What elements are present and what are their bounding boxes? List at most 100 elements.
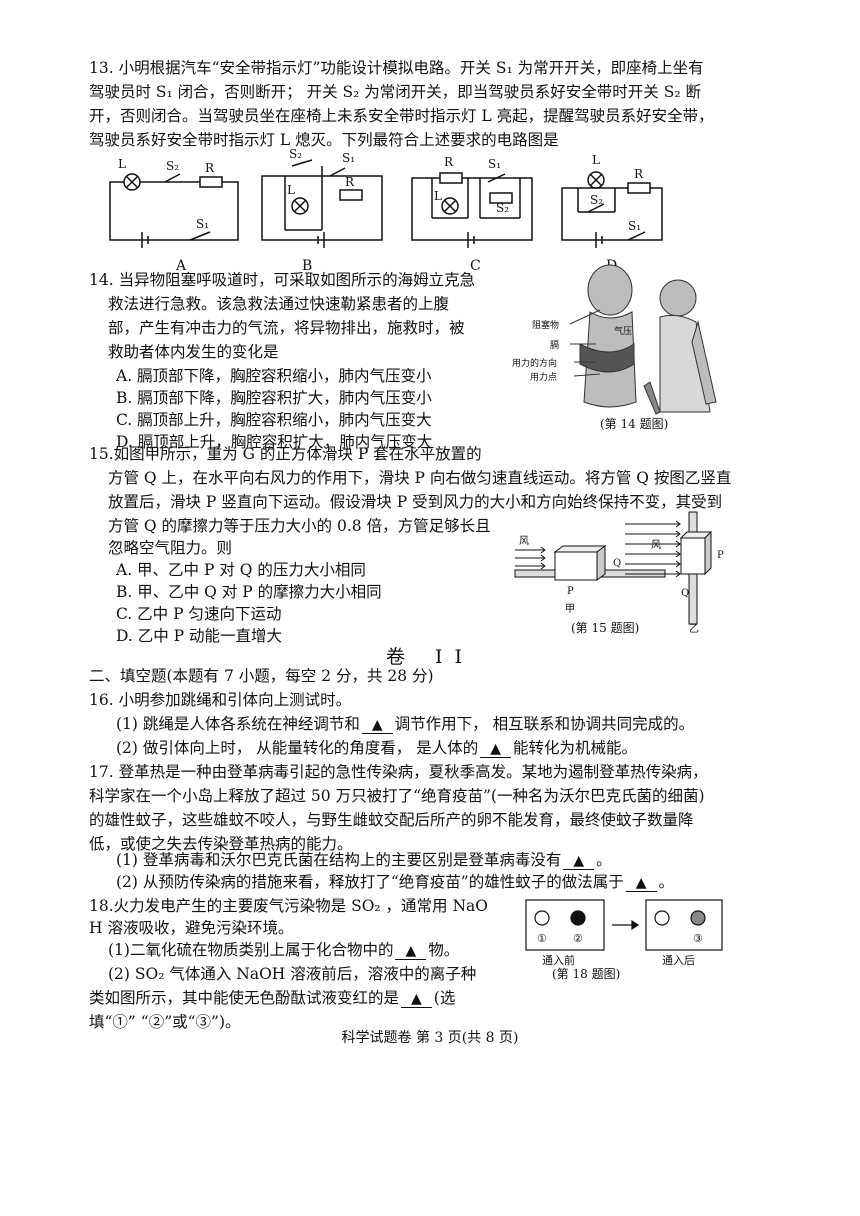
q18-before-label: 通入前	[542, 953, 575, 967]
circuit-a-lamp-label: L	[118, 157, 126, 171]
q17-p1-text: (1) 登革病毒和沃尔巴克氏菌在结构上的主要区别是登革病毒没有	[116, 851, 562, 869]
q18-ion-2	[570, 910, 586, 926]
q17-line-3: 的雄性蚊子，这些雄蚊不咬人，与野生雌蚊交配后所产的卵不能发育，最终使蚊子数量降	[89, 811, 694, 829]
q13-line-4: 驾驶员系好安全带时指示灯 L 熄灭。下列最符合上述要求的电路图是	[89, 131, 559, 149]
q13-line-3: 开，否则闭合。当驾驶员坐在座椅上未系安全带时指示灯 L 亮起，提醒驾驶员系好安全…	[89, 107, 714, 125]
q14-option-b: B. 膈顶部下降，胸腔容积扩大，肺内气压变小	[116, 389, 432, 407]
q18-after-box	[645, 899, 723, 951]
q18-before-box	[525, 899, 605, 951]
q15-jia-label: 甲	[565, 604, 575, 615]
q15-line-4: 方管 Q 的摩擦力等于压力大小的 0.8 倍，方管足够长且	[108, 517, 491, 535]
q17-line-2: 科学家在一个小岛上释放了超过 50 万只被打了“绝育疫苗”(一种名为沃尔巴克氏菌…	[89, 787, 705, 805]
q15-yi-label: 乙	[689, 623, 699, 635]
circuit-c-r-label: R	[444, 155, 454, 169]
q15-q-label-jia: Q	[613, 558, 621, 569]
q14-caption: (第 14 题图)	[600, 417, 668, 431]
q14-label-force-direction: 用力的方向	[512, 357, 557, 369]
q17-p1-end: 。	[596, 851, 612, 869]
q16-p2-text-b: 能转化为机械能。	[513, 739, 638, 757]
q15-option-d: D. 乙中 P 动能一直增大	[116, 627, 283, 645]
circuit-d-s2-label: S₂	[590, 193, 603, 207]
circuit-b	[261, 159, 383, 248]
circuit-d-s1-label: S₁	[628, 219, 641, 233]
q17-line-4: 低，或使之失去传染登革热病的能力。	[89, 835, 353, 853]
q18-line-1: 18.火力发电产生的主要废气污染物是 SO₂ ，通常用 NaO	[89, 897, 488, 915]
q15-slider-figure: 风 P Q 风 P Q 甲 乙 (第 15 题图)	[514, 511, 724, 635]
circuit-c-s2-label: S₂	[496, 201, 509, 215]
circuit-a-r-label: R	[205, 161, 215, 175]
q18-p2-text-b: (选	[433, 989, 456, 1007]
circuit-a-s2-label: S₂	[166, 159, 179, 173]
q15-p-label-jia: P	[567, 586, 574, 597]
q18-ion-label-1: ①	[537, 932, 547, 945]
q18-blank-1[interactable]: ▲	[395, 943, 427, 960]
q14-label-diaphragm: 膈	[550, 340, 559, 351]
q15-option-b: B. 甲、乙中 Q 对 P 的摩擦力大小相同	[116, 583, 382, 601]
q18-after-label: 通入后	[662, 954, 695, 967]
q13-circuit-diagrams: L S₂ R S₁ S₂ S₁ L R R S₁ L S₂ L S₂ R S₁ …	[109, 147, 663, 274]
circuit-b-s1-label: S₁	[342, 151, 355, 165]
q18-line-2: H 溶液吸收，避免污染环境。	[89, 919, 294, 937]
q14-label-air-pressure: 气压	[614, 325, 632, 337]
circuit-a-s1-label: S₁	[196, 217, 209, 231]
q18-part-2-end: 填“①” “②”或“③”)。	[89, 1013, 241, 1031]
q17-line-1: 17. 登革热是一种由登革病毒引起的急性传染病，夏秋季高发。某地为遏制登革热传染…	[89, 763, 708, 781]
circuit-d-lamp-label: L	[592, 153, 600, 167]
circuit-c-lamp-label: L	[434, 189, 442, 203]
q17-p2-end: 。	[658, 873, 675, 891]
q15-option-c: C. 乙中 P 匀速向下运动	[116, 605, 282, 623]
circuit-b-lamp-label: L	[287, 183, 295, 197]
circuit-c-s1-label: S₁	[488, 157, 501, 171]
q14-label-force-point: 用力点	[530, 371, 557, 383]
q18-ion-3	[690, 910, 706, 926]
circuit-a-label: A	[175, 258, 187, 274]
circuit-c-label: C	[470, 258, 481, 274]
q13-line-2: 驾驶员时 S₁ 闭合，否则断开； 开关 S₂ 为常闭开关，即当驾驶员系好安全带时…	[89, 83, 701, 101]
circuit-c	[411, 172, 533, 248]
circuit-b-r-label: R	[345, 175, 355, 189]
circuit-d	[561, 171, 663, 248]
q18-p2-text-a: 类如图所示，其中能使无色酚酞试液变红的是	[89, 989, 400, 1007]
q17-blank-1[interactable]: ▲	[563, 853, 595, 870]
q14-line-4: 救助者体内发生的变化是	[108, 343, 279, 361]
q15-line-3: 放置后，滑块 P 竖直向下运动。假设滑块 P 受到风力的大小和方向始终保持不变，…	[108, 493, 723, 511]
section-title: 卷 II	[385, 646, 475, 668]
part2-heading: 二、填空题(本题有 7 小题，每空 2 分，共 28 分)	[89, 667, 434, 685]
q15-p-label-yi: P	[717, 550, 724, 561]
q18-part-2: (2) SO₂ 气体通入 NaOH 溶液前后，溶液中的离子种	[108, 965, 477, 983]
q15-caption: (第 15 题图)	[571, 621, 639, 635]
q18-part-1: (1)二氧化硫在物质类别上属于化合物中的▲物。	[108, 940, 459, 960]
q18-blank-2[interactable]: ▲	[401, 991, 432, 1008]
q17-part-2: (2) 从预防传染病的措施来看，释放打了“绝育疫苗”的雄性蚊子的做法属于▲。	[116, 872, 674, 892]
q16-p2-text-a: (2) 做引体向上时， 从能量转化的角度看， 是人体的	[116, 739, 479, 757]
q14-option-a: A. 膈顶部下降，胸腔容积缩小，肺内气压变小	[116, 367, 432, 385]
q18-ion-1-after	[654, 910, 670, 926]
q15-wind-label-yi: 风	[651, 539, 661, 551]
q14-label-blocker: 阻塞物	[532, 319, 559, 331]
q18-caption: (第 18 题图)	[552, 967, 620, 981]
q17-part-1: (1) 登革病毒和沃尔巴克氏菌在结构上的主要区别是登革病毒没有▲。	[116, 850, 612, 870]
q14-line-2: 救法进行急救。该急救法通过快速勒紧患者的上腹	[108, 295, 450, 313]
q18-ion-figure: ① ② ③ 通入前 通入后 (第 18 题图)	[525, 899, 723, 981]
circuit-d-r-label: R	[634, 167, 644, 181]
q13-line-1: 13. 小明根据汽车“安全带指示灯”功能设计模拟电路。开关 S₁ 为常开开关，即…	[89, 59, 704, 77]
q16-part-1: (1) 跳绳是人体各系统在神经调节和▲调节作用下， 相互联系和协调共同完成的。	[116, 714, 694, 734]
q18-p1-text-a: (1)二氧化硫在物质类别上属于化合物中的	[108, 941, 394, 959]
q18-p1-text-b: 物。	[428, 941, 460, 959]
q15-option-a: A. 甲、乙中 P 对 Q 的压力大小相同	[116, 561, 366, 579]
circuit-b-s2-label: S₂	[289, 147, 302, 161]
circuit-b-label: B	[302, 258, 312, 274]
q14-line-1: 14. 当异物阻塞呼吸道时，可采取如图所示的海姆立克急	[89, 271, 476, 289]
q18-ion-label-3: ③	[693, 932, 703, 945]
page-footer: 科学试题卷 第 3 页(共 8 页)	[341, 1030, 519, 1046]
q18-ion-1	[534, 910, 550, 926]
q17-blank-2[interactable]: ▲	[625, 875, 657, 892]
q16-blank-2[interactable]: ▲	[480, 741, 512, 758]
q15-line-2: 方管 Q 上，在水平向右风力的作用下，滑块 P 向右做匀速直线运动。将方管 Q …	[108, 469, 732, 487]
q16-blank-1[interactable]: ▲	[361, 717, 393, 734]
q14-line-3: 部，产生有冲击力的气流，将异物排出，施救时，被	[108, 319, 465, 337]
q16-part-2: (2) 做引体向上时， 从能量转化的角度看， 是人体的▲能转化为机械能。	[116, 738, 637, 758]
q14-heimlich-figure: 阻塞物 膈 用力的方向 用力点 气压 (第 14 题图)	[512, 264, 717, 431]
q15-q-label-yi: Q	[681, 588, 689, 599]
circuit-a	[109, 173, 239, 248]
